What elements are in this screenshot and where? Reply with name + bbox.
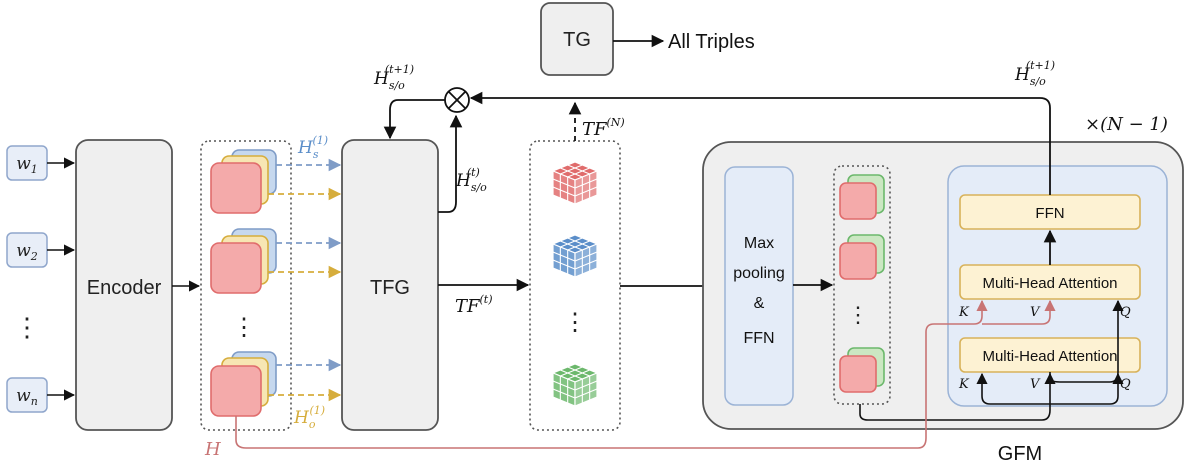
input-w2: w2 — [6, 232, 48, 268]
input-w1-sub: 1 — [31, 163, 38, 176]
input-w1-base: w — [16, 154, 31, 174]
tfg-label: TFG — [370, 277, 410, 299]
input-w2-base: w — [16, 241, 31, 261]
svg-text:w1: w1 — [16, 154, 38, 176]
label-k-upper: K — [958, 305, 970, 320]
node-feature-group — [833, 165, 891, 405]
label-hso-t1-right: Hs/o(t+1) — [1014, 59, 1055, 88]
ffn-label: FFN — [1035, 205, 1064, 222]
node-ellipsis: ⋮ — [847, 302, 869, 327]
input-wn-base: w — [16, 386, 31, 406]
maxpool-ffn-box — [724, 166, 794, 406]
maxpool-line-4: FFN — [743, 330, 774, 347]
maxpool-line-3: & — [754, 295, 765, 312]
encoder-box — [75, 139, 173, 431]
label-h: H — [204, 439, 221, 460]
svg-text:w2: w2 — [16, 241, 38, 263]
label-q-lower: Q — [1120, 377, 1131, 392]
gfm-label: GFM — [998, 443, 1042, 465]
node-stack-n — [839, 347, 885, 393]
arrow-nodes-mha — [859, 396, 1051, 421]
token-rep-group — [200, 140, 292, 431]
encoder-label: Encoder — [87, 277, 162, 299]
input-w1: w1 — [6, 145, 48, 181]
label-ho1: Ho(1) — [293, 404, 325, 431]
input-ellipsis: ⋮ — [14, 312, 40, 342]
maxpool-line-2: pooling — [733, 265, 785, 282]
node-stack-1 — [839, 174, 885, 220]
label-hs1: Hs(1) — [297, 134, 328, 161]
token-stack-1 — [210, 149, 277, 214]
label-k-lower: K — [958, 377, 970, 392]
mha-label-lower: Multi-Head Attention — [982, 348, 1117, 365]
cube-red — [551, 161, 599, 205]
label-v-lower: V — [1030, 377, 1041, 392]
token-stack-2 — [210, 228, 277, 294]
svg-text:wn: wn — [16, 386, 38, 408]
arrow-gfm-otimes — [469, 91, 1051, 195]
arrow-kvq-splitter — [981, 395, 1119, 405]
arrow-otimes-tfg — [383, 99, 445, 140]
input-wn: wn — [6, 377, 48, 413]
tg-box — [540, 2, 614, 76]
token-stack-n — [210, 351, 277, 417]
mha-label-upper: Multi-Head Attention — [982, 275, 1117, 292]
table-feature-cubes — [551, 161, 599, 407]
node-stack-2 — [839, 234, 885, 280]
arrow-tfg-otimes — [438, 114, 463, 213]
tg-label: TG — [563, 29, 591, 51]
label-hso-t1-left: Hs/o(t+1) — [373, 63, 414, 92]
all-triples-label: All Triples — [668, 31, 755, 53]
label-hso-t: Hs/o(t) — [455, 166, 487, 194]
cube-ellipsis: ⋮ — [563, 309, 587, 336]
otimes-operator — [444, 87, 470, 113]
path-h-to-mha-v — [982, 299, 1056, 325]
path-h-to-mha — [235, 299, 988, 449]
cube-green — [551, 363, 599, 407]
label-repeat: ×(N − 1) — [1085, 114, 1168, 135]
label-q-upper: Q — [1120, 305, 1131, 320]
label-tf-t: TF(t) — [455, 293, 493, 317]
label-v-upper: V — [1030, 305, 1041, 320]
input-w2-sub: 2 — [30, 250, 38, 263]
input-wn-sub: n — [31, 395, 38, 408]
maxpool-line-1: Max — [744, 235, 774, 252]
token-ellipsis: ⋮ — [232, 314, 256, 341]
cube-blue — [551, 234, 599, 278]
label-tf-n: TF(N) — [582, 116, 625, 140]
